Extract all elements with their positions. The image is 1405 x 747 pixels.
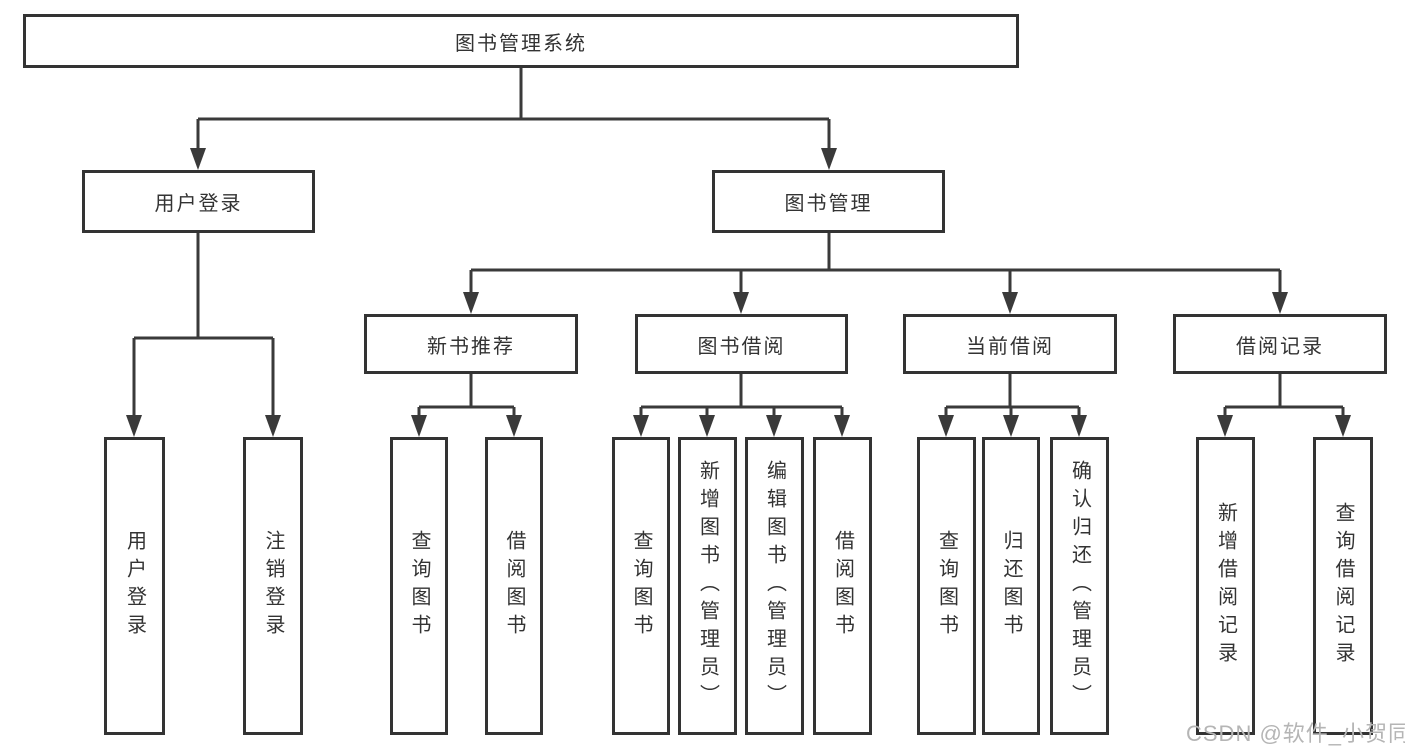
- leaf-query-books-1: 查询图书: [390, 437, 448, 735]
- node-borrow-record: 借阅记录: [1173, 314, 1387, 374]
- node-root-system: 图书管理系统: [23, 14, 1019, 68]
- leaf-query-borrow-record: 查询借阅记录: [1313, 437, 1373, 735]
- leaf-confirm-return-admin: 确认归还（管理员）: [1050, 437, 1109, 735]
- csdn-watermark: CSDN @软件_小贺同学: [1186, 721, 1405, 746]
- leaf-query-books-3: 查询图书: [917, 437, 976, 735]
- node-new-book-recommend: 新书推荐: [364, 314, 578, 374]
- leaf-borrow-books-1: 借阅图书: [485, 437, 543, 735]
- node-book-borrow: 图书借阅: [635, 314, 848, 374]
- leaf-add-borrow-record: 新增借阅记录: [1196, 437, 1255, 735]
- node-book-management: 图书管理: [712, 170, 945, 233]
- leaf-query-books-2: 查询图书: [612, 437, 670, 735]
- leaf-return-books: 归还图书: [982, 437, 1040, 735]
- leaf-edit-books-admin: 编辑图书（管理员）: [745, 437, 804, 735]
- node-current-borrow: 当前借阅: [903, 314, 1117, 374]
- node-user-login: 用户登录: [82, 170, 315, 233]
- leaf-add-books-admin: 新增图书（管理员）: [678, 437, 737, 735]
- leaf-borrow-books-2: 借阅图书: [813, 437, 872, 735]
- leaf-user-login: 用户登录: [104, 437, 165, 735]
- leaf-logout: 注销登录: [243, 437, 303, 735]
